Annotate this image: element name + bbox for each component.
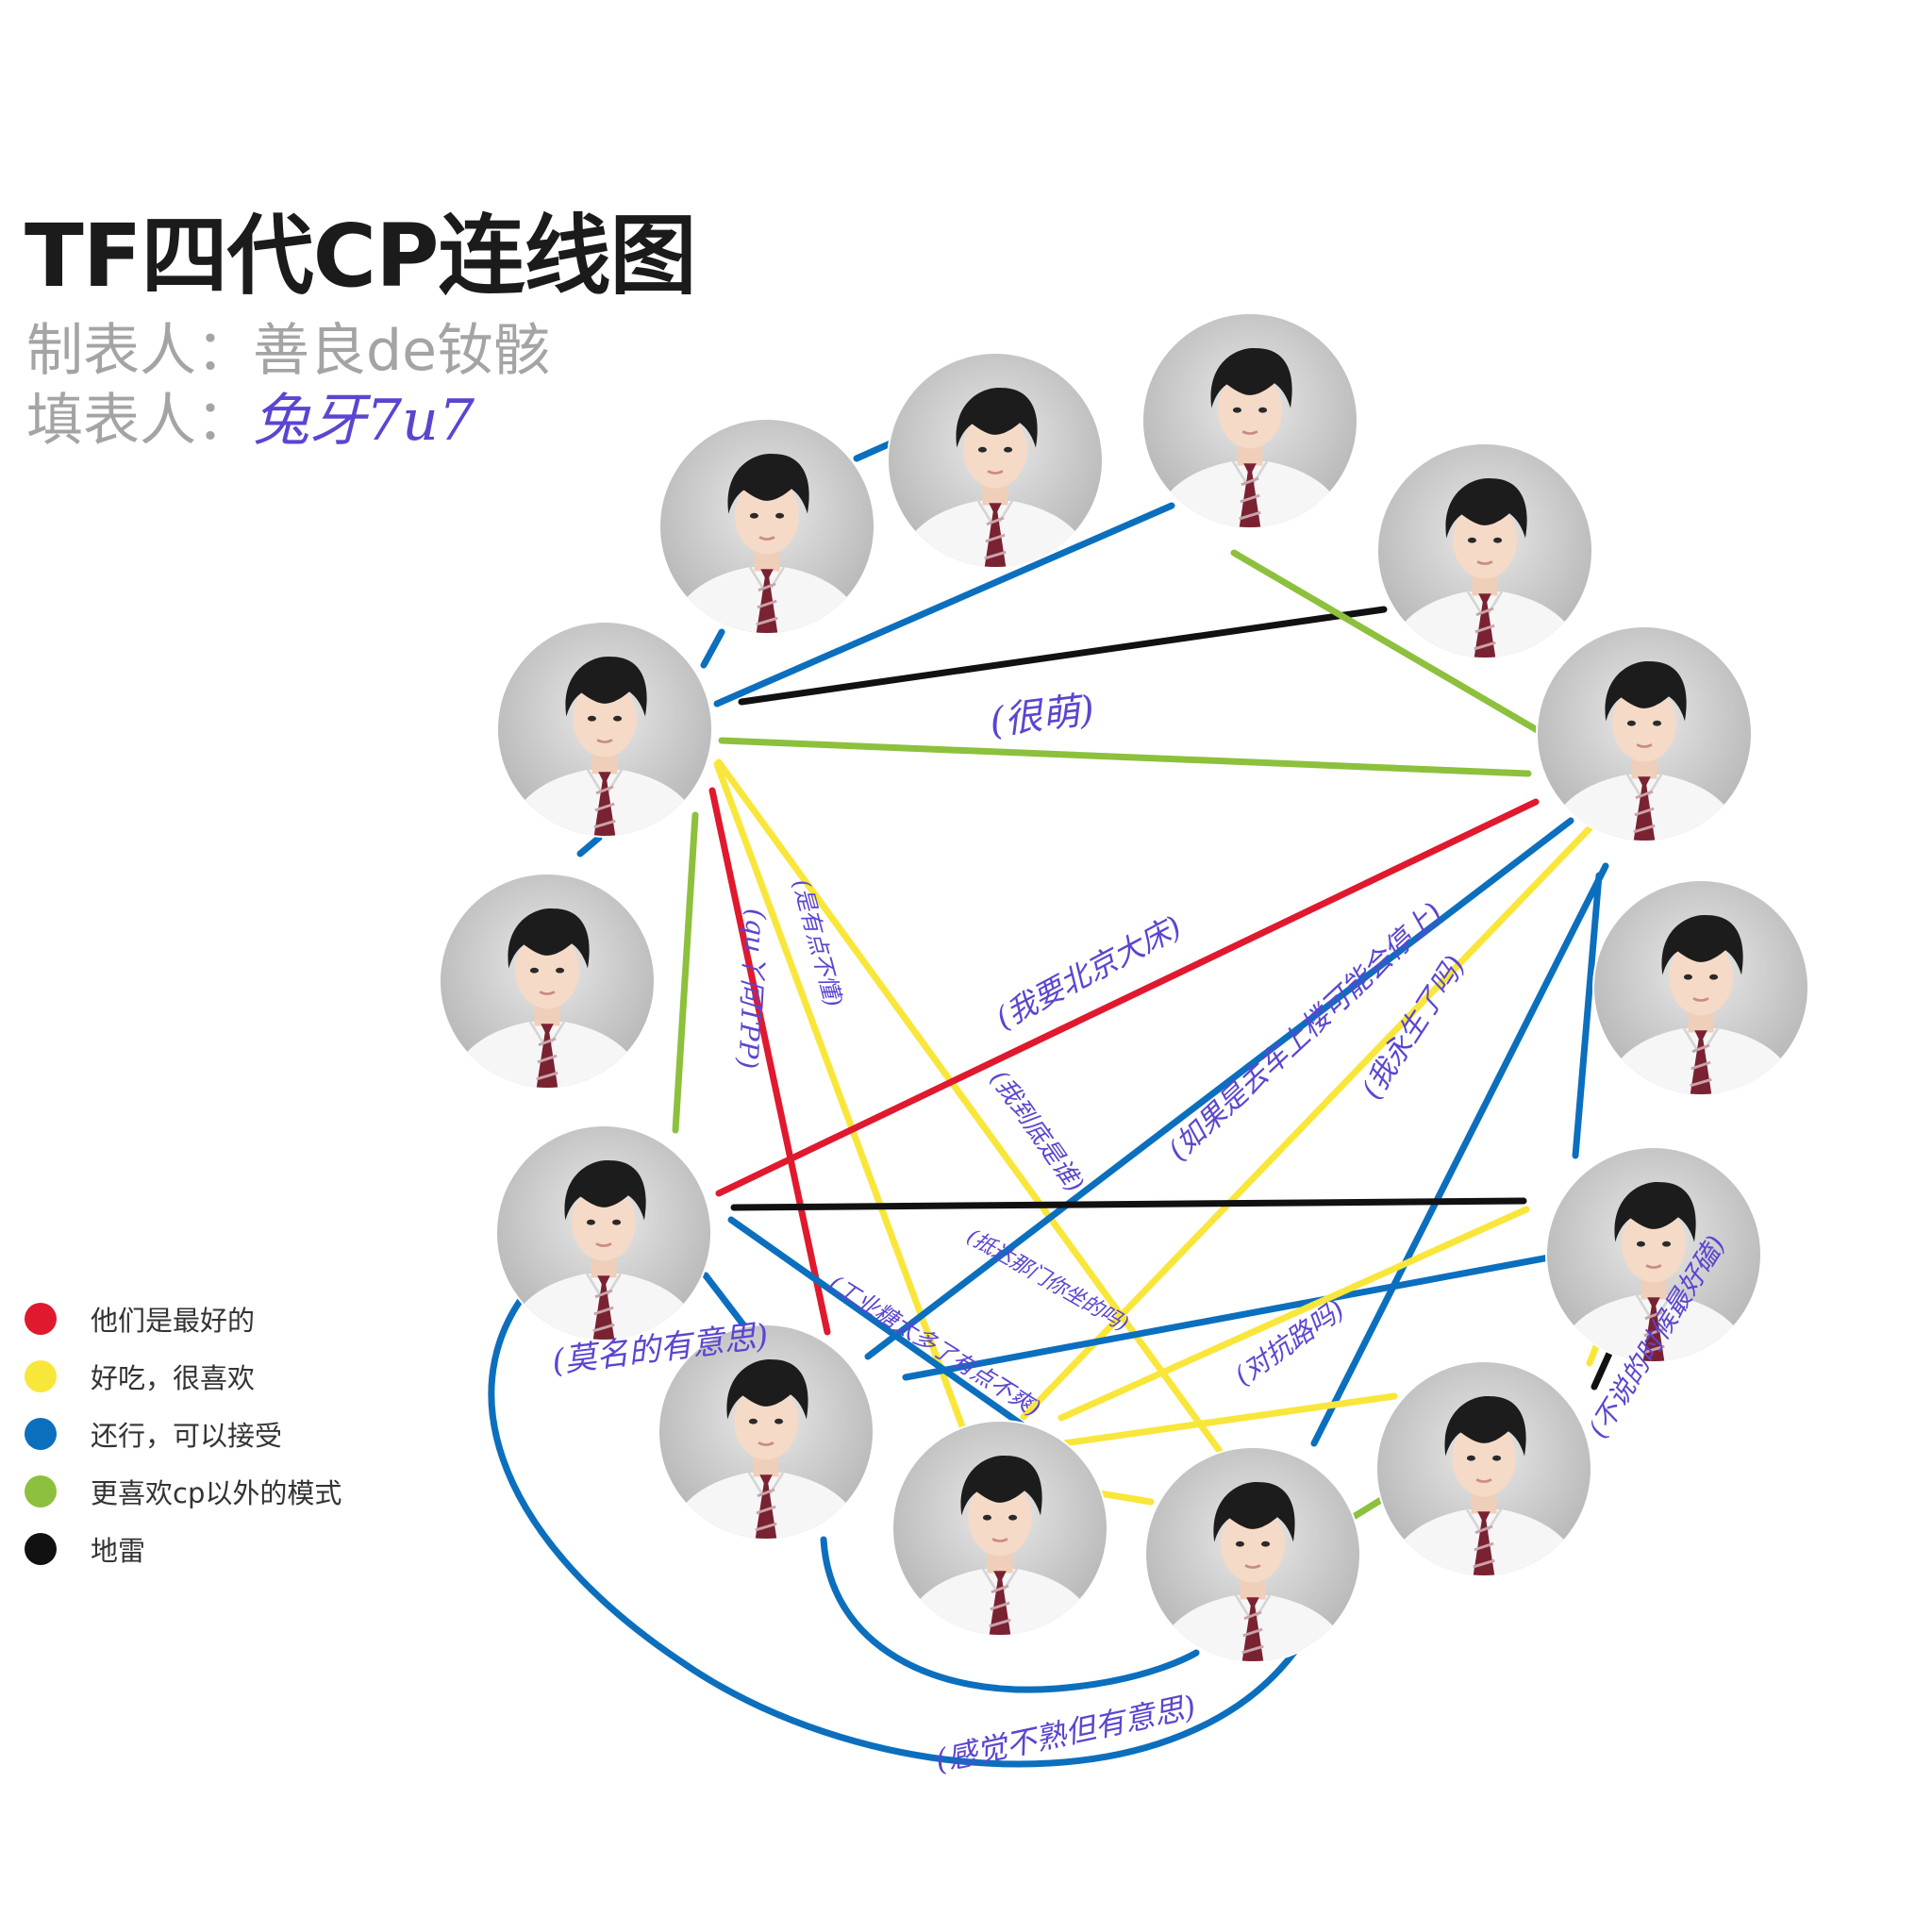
legend-label: 还行，可以接受 <box>91 1414 282 1454</box>
edge-blue-19 <box>906 1257 1549 1377</box>
member-avatar-12 <box>1375 1360 1592 1577</box>
member-portrait <box>1146 1448 1359 1661</box>
member-avatar-13 <box>891 1420 1108 1637</box>
legend-label: 好吃，很喜欢 <box>91 1357 255 1396</box>
annotation-1: (很萌) <box>988 688 1097 743</box>
annotation-6: (是有点不懂) <box>788 876 847 1009</box>
legend-label: 他们是最好的 <box>91 1299 255 1339</box>
member-avatar-7 <box>439 873 656 1090</box>
legend-item-blue: 还行，可以接受 <box>25 1405 341 1462</box>
member-portrait <box>1538 627 1751 841</box>
edge-blue-7 <box>580 838 599 854</box>
legend-item-black: 地雷 <box>25 1520 341 1577</box>
member-portrait <box>660 420 874 633</box>
member-avatar-9 <box>495 1124 712 1341</box>
annotation-7: (我到底是谁) <box>984 1065 1089 1197</box>
edge-blue-2 <box>704 632 722 665</box>
edge-black-4 <box>741 609 1384 702</box>
legend-dot-red <box>25 1303 57 1335</box>
edge-yellow-21 <box>1064 1396 1394 1443</box>
legend-dot-green <box>25 1475 57 1507</box>
member-avatar-3 <box>1141 312 1358 529</box>
edge-blue-15 <box>1314 866 1606 1443</box>
nodes-layer <box>439 312 1809 1663</box>
member-avatar-6 <box>1536 625 1753 842</box>
member-portrait <box>1378 444 1591 658</box>
legend-dot-black <box>25 1533 57 1565</box>
member-portrait <box>1377 1362 1591 1575</box>
legend-item-green: 更喜欢cp以外的模式 <box>25 1462 341 1520</box>
member-avatar-1 <box>658 418 875 635</box>
edge-black-17 <box>734 1201 1524 1208</box>
member-portrait <box>1594 881 1807 1094</box>
member-avatar-4 <box>1376 442 1593 659</box>
legend-item-red: 他们是最好的 <box>25 1290 341 1347</box>
annotation-9: (抵达那门你坐的吗) <box>962 1224 1132 1336</box>
edge-green-6 <box>722 741 1528 774</box>
edge-green-8 <box>675 815 695 1130</box>
legend-label: 地雷 <box>91 1529 145 1569</box>
member-portrait <box>893 1422 1107 1635</box>
legend-label: 更喜欢cp以外的模式 <box>91 1472 341 1511</box>
member-avatar-14 <box>1144 1446 1361 1663</box>
member-avatar-5 <box>496 621 713 838</box>
edge-blue-1 <box>857 443 891 458</box>
member-avatar-2 <box>887 352 1104 569</box>
member-portrait <box>498 623 711 836</box>
legend: 他们是最好的 好吃，很喜欢 还行，可以接受 更喜欢cp以外的模式 地雷 <box>25 1290 341 1577</box>
member-portrait <box>889 354 1102 567</box>
legend-dot-blue <box>25 1418 57 1450</box>
member-avatar-8 <box>1592 879 1809 1096</box>
legend-item-yellow: 好吃，很喜欢 <box>25 1347 341 1405</box>
member-portrait <box>441 874 654 1088</box>
legend-dot-yellow <box>25 1360 57 1392</box>
member-portrait <box>497 1126 710 1340</box>
member-portrait <box>1143 314 1357 527</box>
